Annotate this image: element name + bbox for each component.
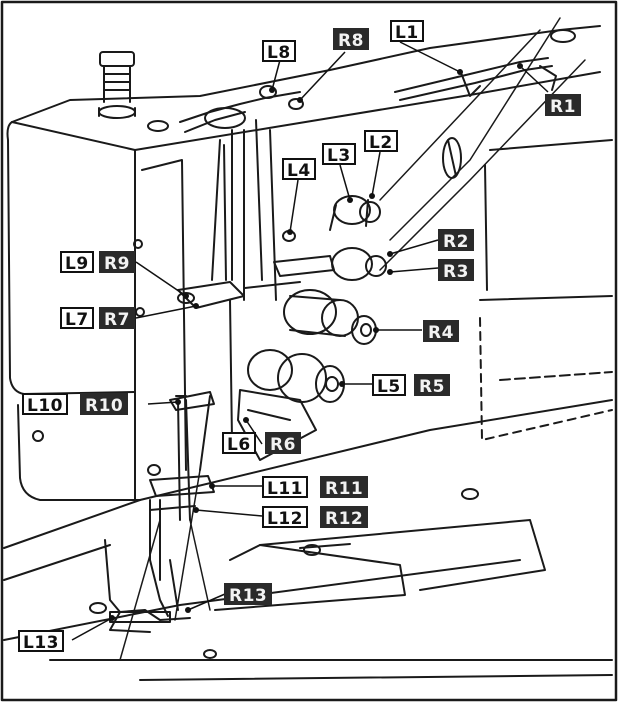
label-r2: R2: [438, 229, 474, 252]
label-r3: R3: [438, 259, 474, 282]
head-front: [6, 121, 136, 395]
label-l4: L4: [282, 158, 316, 181]
label-r4: R4: [423, 320, 459, 343]
label-l10: L10: [22, 393, 68, 416]
label-l13: L13: [18, 630, 64, 653]
label-r7: R7: [99, 307, 135, 330]
label-l8: L8: [262, 40, 296, 63]
label-l3: L3: [322, 143, 356, 166]
label-r6: R6: [265, 432, 301, 455]
label-l5: L5: [372, 374, 406, 397]
label-l1: L1: [390, 20, 424, 43]
presser-foot: [104, 539, 191, 633]
bed-plate: [3, 499, 141, 581]
thread-line: [389, 17, 561, 241]
label-r12: R12: [320, 506, 369, 529]
thread-guide-arm: [394, 57, 549, 93]
label-r10: R10: [80, 393, 129, 416]
label-l11: L11: [262, 476, 308, 499]
label-r1: R1: [545, 94, 581, 117]
label-r13: R13: [224, 583, 273, 606]
label-l9: L9: [60, 251, 94, 274]
tension-disc-middle: [331, 247, 387, 281]
label-r9: R9: [99, 251, 135, 274]
label-r11: R11: [320, 476, 369, 499]
tension-assembly-main: [283, 289, 377, 345]
pressure-knob: [98, 51, 136, 119]
label-l7: L7: [60, 307, 94, 330]
tension-disc-upper: [329, 195, 381, 231]
label-r5: R5: [414, 374, 450, 397]
label-l2: L2: [364, 130, 398, 153]
label-l6: L6: [222, 432, 256, 455]
label-r8: R8: [333, 28, 369, 51]
label-l12: L12: [262, 506, 308, 529]
